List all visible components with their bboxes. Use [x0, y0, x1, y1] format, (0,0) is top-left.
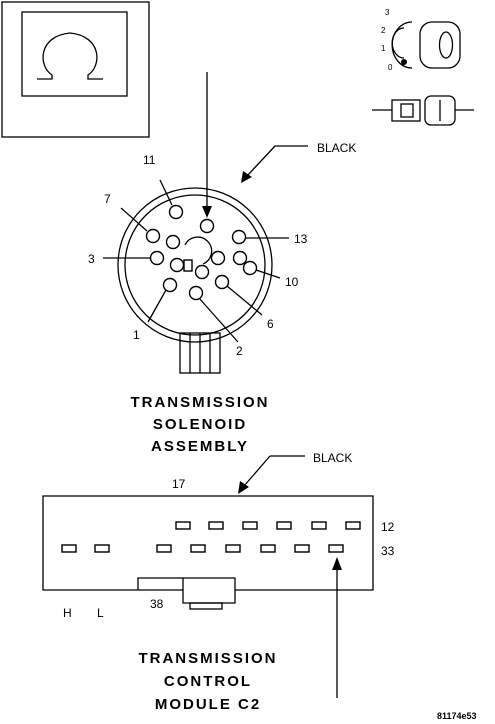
- solenoid-pin-2: [188, 285, 204, 301]
- solenoid-pin: [232, 250, 248, 266]
- solenoid-pin: [210, 250, 226, 266]
- solenoid-pin-probed: [199, 218, 215, 234]
- ignition-key-icon: 3 2 1 0: [381, 8, 461, 72]
- solenoid-pin-label-10: 10: [285, 275, 299, 289]
- ignition-position-2: 2: [381, 26, 386, 35]
- solenoid-title-line-3: ASSEMBLY: [151, 438, 249, 455]
- ignition-position-1: 1: [381, 44, 386, 53]
- solenoid-pin-11: [168, 204, 184, 220]
- module-side-label-h: H: [63, 606, 72, 620]
- solenoid-pin-label-1: 1: [133, 328, 140, 342]
- figure-reference: 81174e53: [437, 711, 477, 721]
- solenoid-connector: [103, 72, 308, 374]
- module-pin-probed: [328, 544, 344, 553]
- module-title-line-2: CONTROL: [164, 673, 252, 690]
- module-pin-label-33: 33: [381, 544, 395, 558]
- solenoid-pin-7: [145, 228, 161, 244]
- solenoid-title-line-1: TRANSMISSION: [130, 394, 269, 411]
- solenoid-pin-10: [242, 260, 258, 276]
- module-pin-label-17: 17: [172, 477, 186, 491]
- module-color-label: BLACK: [313, 451, 352, 465]
- ignition-position-0: 0: [388, 63, 393, 72]
- solenoid-color-label: BLACK: [317, 141, 356, 155]
- module-pin-label-38: 38: [150, 597, 164, 611]
- solenoid-pin-1: [162, 277, 178, 293]
- solenoid-pin-label-11: 11: [143, 153, 156, 167]
- module-side-label-l: L: [97, 606, 104, 620]
- solenoid-pin-label-6: 6: [267, 317, 274, 331]
- module-title-line-1: TRANSMISSION: [138, 650, 277, 667]
- solenoid-pin: [169, 257, 185, 273]
- solenoid-pin-6: [214, 274, 230, 290]
- omega-icon: [37, 32, 103, 80]
- module-title-line-3: MODULE C2: [155, 696, 261, 713]
- module-connector: [42, 455, 374, 698]
- solenoid-pin-label-3: 3: [88, 252, 95, 266]
- connector-plug-icon: [372, 95, 474, 126]
- solenoid-pin: [194, 264, 210, 280]
- module-pin-label-12: 12: [381, 520, 395, 534]
- solenoid-title-line-2: SOLENOID: [153, 416, 247, 433]
- ohmmeter-symbol: [1, 1, 150, 138]
- solenoid-pin-3: [149, 250, 165, 266]
- solenoid-pin-label-13: 13: [294, 232, 308, 246]
- solenoid-pin-13: [231, 229, 247, 245]
- solenoid-pin-label-2: 2: [236, 344, 243, 358]
- ignition-position-3: 3: [385, 8, 390, 17]
- solenoid-pin: [165, 234, 181, 250]
- solenoid-pin-label-7: 7: [104, 192, 111, 206]
